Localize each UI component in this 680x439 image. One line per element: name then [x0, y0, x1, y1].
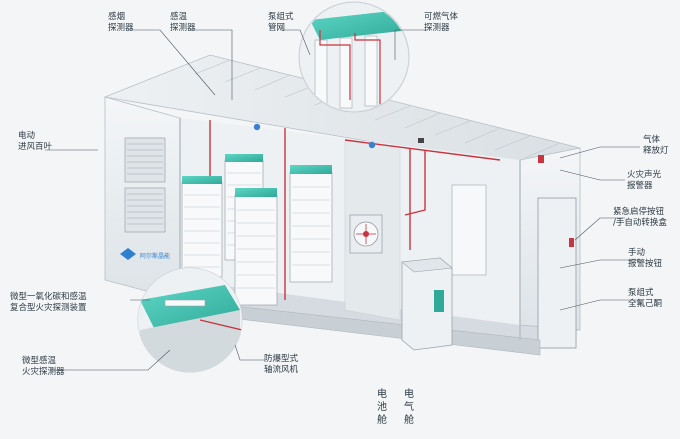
leader-lines	[45, 29, 640, 371]
label-temp-detector: 感温 探测器	[170, 12, 196, 33]
interior-door	[451, 184, 487, 276]
battery-rack	[234, 188, 278, 306]
container-logo: 阿尔斯晶能	[120, 248, 170, 260]
battery-rack	[181, 176, 223, 278]
label-sound-light-alarm: 火灾声光 报警器	[627, 170, 662, 191]
label-micro-temp: 微型感温 火灾探测器	[22, 356, 65, 377]
label-battery-cabin: 电池舱	[377, 389, 387, 426]
axial-fan	[349, 214, 383, 254]
logo-text: 阿尔斯晶能	[140, 252, 170, 260]
pump-cabinet	[401, 257, 453, 351]
label-exhaust-fan: 防爆型式 轴流风机	[264, 354, 299, 375]
label-pump-cabinet: 泵组式 全氟己酮	[628, 288, 663, 309]
label-gas-release-light: 气体 释放灯	[643, 135, 669, 156]
gas-release-light-unit	[538, 155, 544, 163]
label-electric-cabin: 电气舱	[404, 389, 414, 426]
intake-louver-vents	[124, 137, 166, 233]
emergency-switch-box	[569, 238, 574, 247]
gas-detector-unit	[418, 138, 424, 143]
label-emergency-switch: 紧急启停按钮 /手自动转换盒	[613, 207, 667, 228]
micro-detector-zoom-inset	[137, 267, 243, 373]
label-gas-detector: 可燃气体 探测器	[424, 12, 459, 33]
smoke-detector-unit	[253, 123, 261, 131]
pipe-zoom-inset	[298, 1, 410, 113]
battery-rack	[289, 165, 333, 283]
label-micro-composite: 微型一氧化碳和感温 复合型火灾探测装置	[10, 292, 87, 313]
label-intake-louver: 电动 进风百叶	[18, 131, 53, 152]
exterior-door	[537, 197, 577, 349]
label-pump-pipe: 泵组式 管网	[268, 12, 294, 33]
label-smoke-detector: 感烟 探测器	[108, 12, 134, 33]
battery-racks	[181, 154, 333, 306]
temp-detector-unit	[368, 141, 376, 149]
label-manual-alarm: 手动 报警按钮	[628, 248, 663, 269]
